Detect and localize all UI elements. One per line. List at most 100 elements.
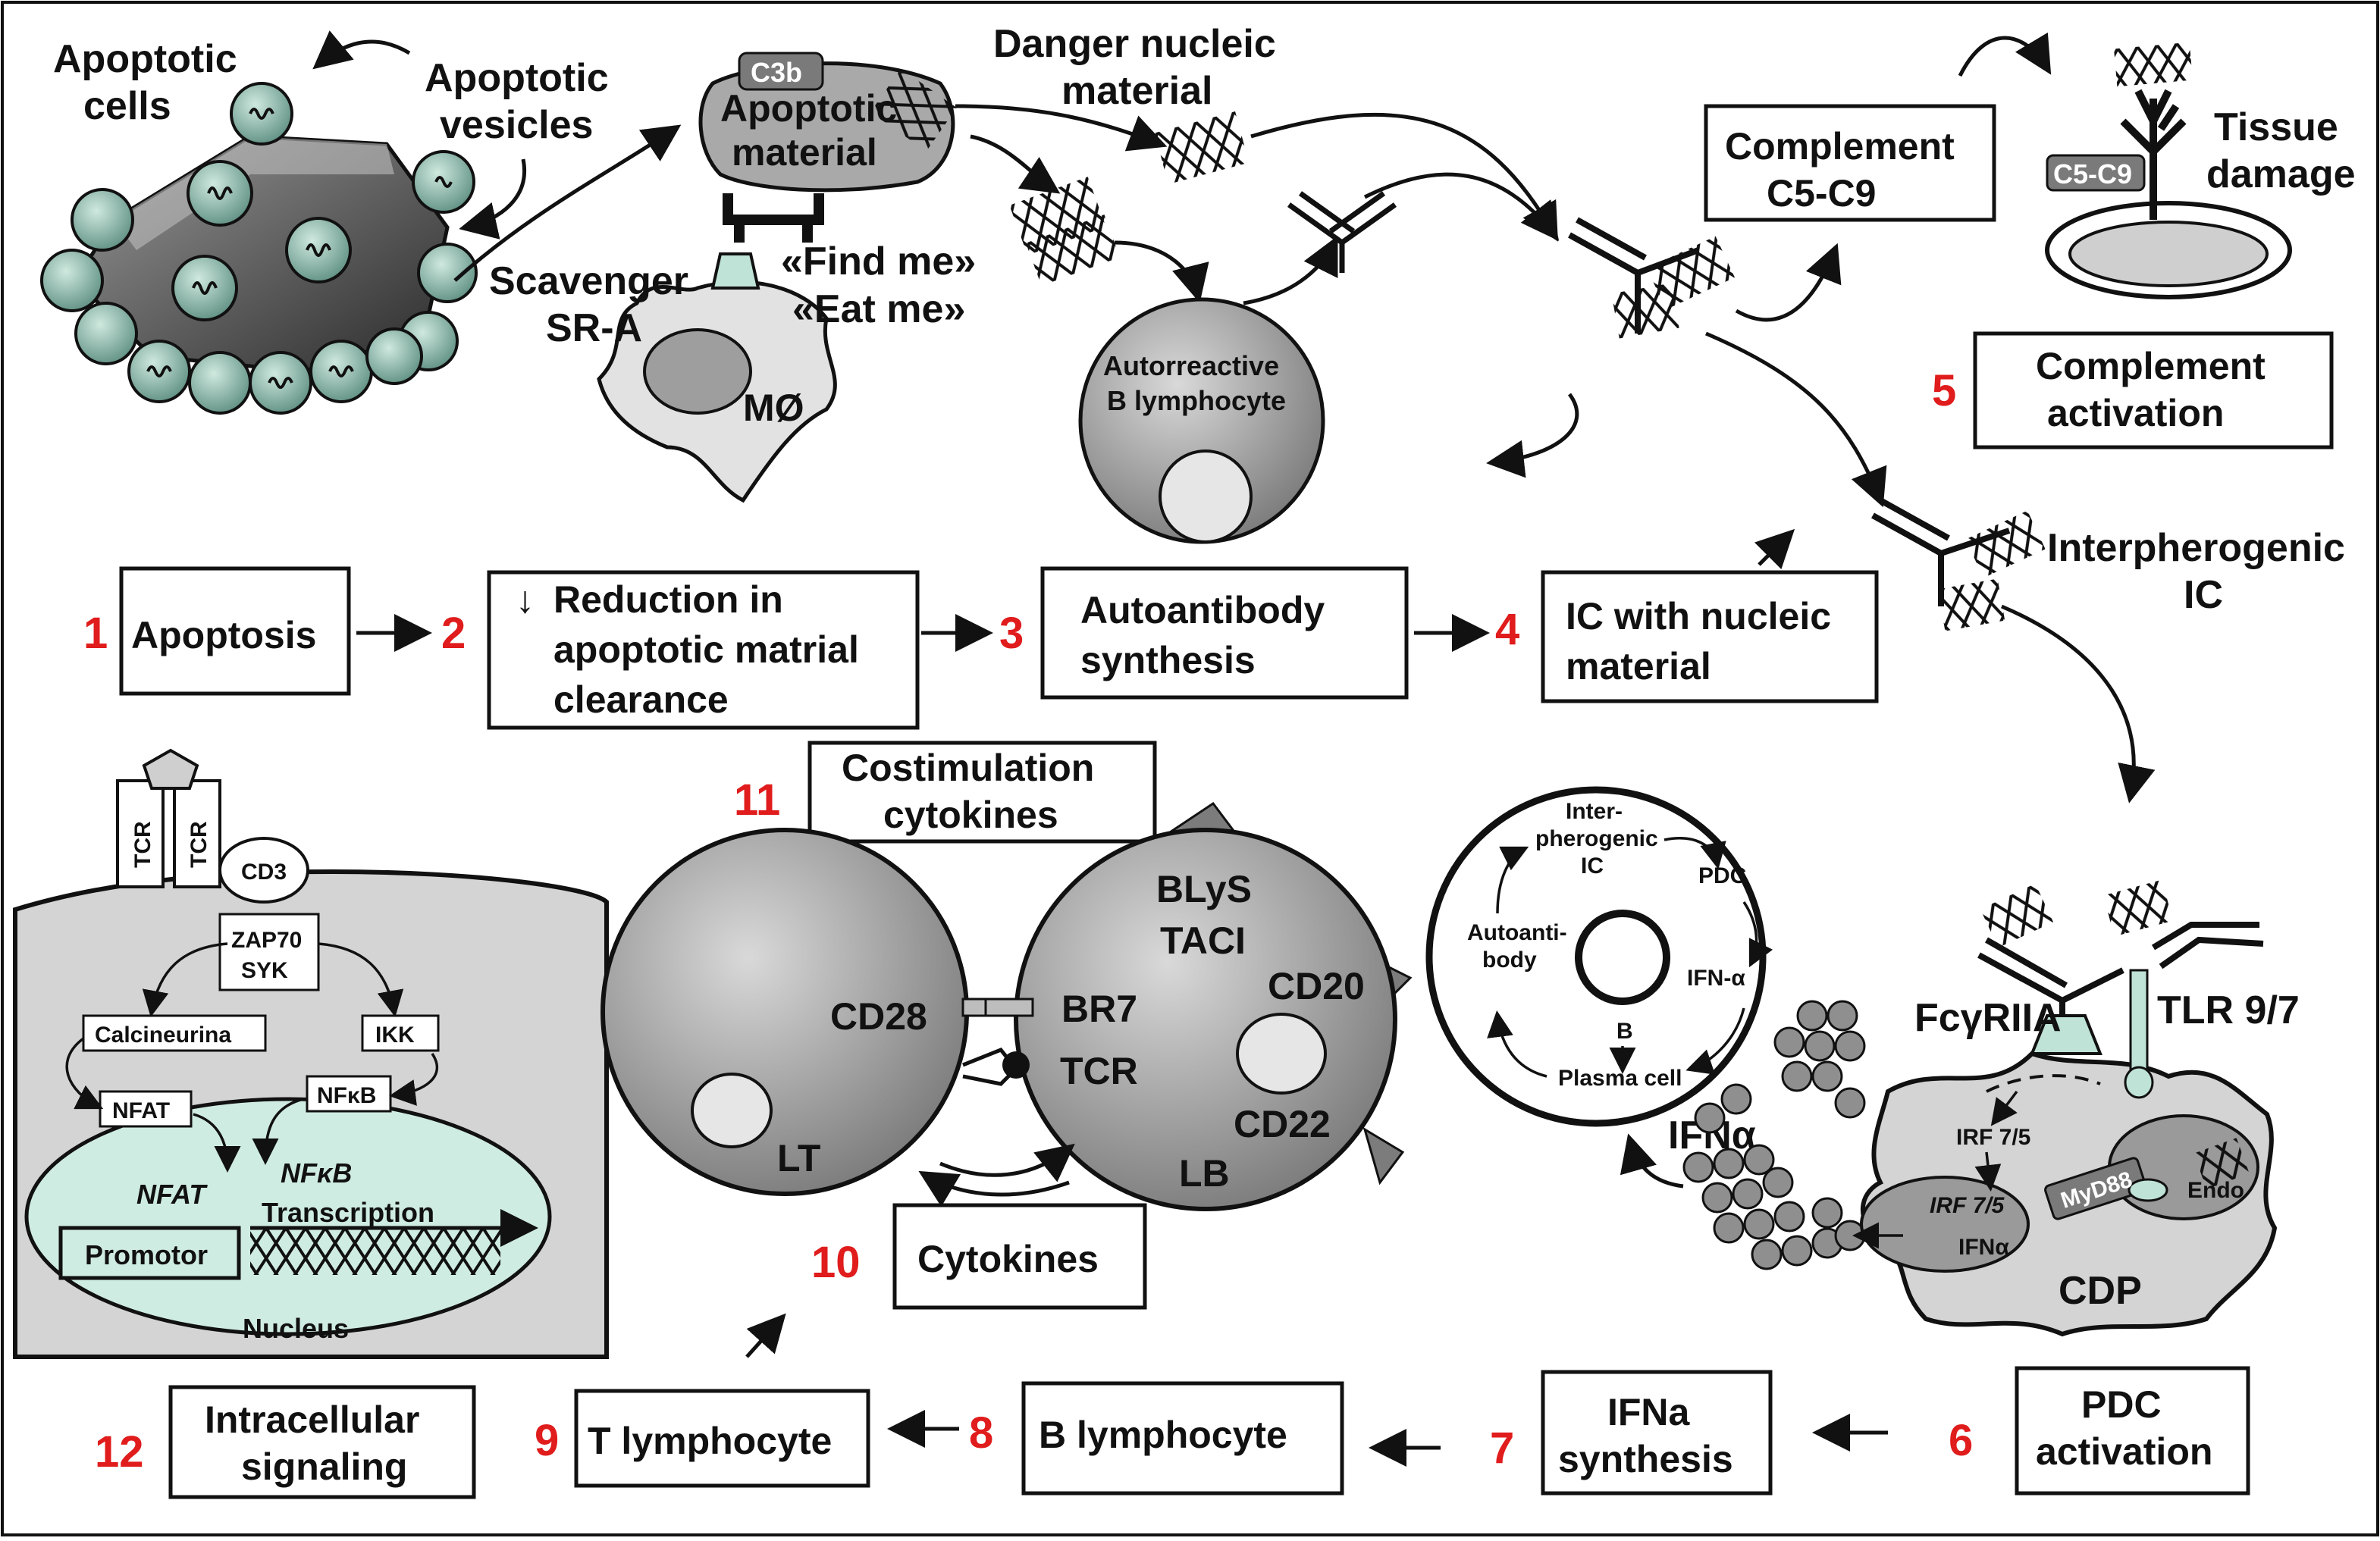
complement-box <box>1704 104 1996 222</box>
step11-number: 11 <box>734 775 780 825</box>
cycle-pdc-label: PDC <box>1698 863 1746 888</box>
arrow-dna-to-ic <box>1250 112 1558 242</box>
dna-helix-2 <box>1009 177 1106 255</box>
dna-helix-3 <box>1026 214 1120 287</box>
arrow-blymph-to-antibody <box>1243 236 1338 305</box>
arrow-t-to-b <box>939 1143 1075 1182</box>
step9-label: T lymphocyte <box>588 1420 832 1462</box>
calcineurina-label: Calcineurina <box>95 1023 231 1048</box>
antibody-free <box>1287 191 1397 273</box>
step6-box <box>2015 1366 2250 1496</box>
arrow-b-to-t <box>918 1170 1070 1207</box>
apoptotic-vesicles <box>40 82 478 415</box>
b-lymphocyte-cell <box>961 801 1413 1211</box>
autorreactive-b-lymphocyte <box>1078 297 1325 544</box>
arrow-ic-to-interpherogenic <box>1705 331 1887 508</box>
step3-number: 3 <box>999 609 1024 658</box>
step8-box <box>1021 1381 1344 1496</box>
step6-number: 6 <box>1949 1416 1973 1465</box>
arrow-ic-down <box>1486 393 1579 478</box>
cycle-b-label: B <box>1616 1019 1633 1044</box>
endo-label: Endo <box>2187 1178 2244 1203</box>
tcr-left-label: TCR <box>130 821 155 868</box>
apoptotic-material-blob: C3b <box>698 52 957 193</box>
eat-me-label: «Eat me» <box>792 287 965 331</box>
lt-label: LT <box>777 1137 820 1179</box>
step4-number: 4 <box>1495 605 1519 654</box>
ikk-label: IKK <box>375 1023 415 1048</box>
cycle-plasma-label: Plasma cell <box>1558 1066 1682 1091</box>
c3b-label: C3b <box>751 57 802 88</box>
apoptotic-cell <box>40 82 478 415</box>
arrow-ifna-to-cycle <box>1620 1133 1684 1189</box>
step1-label: Apoptosis <box>131 614 316 656</box>
step2-number: 2 <box>441 609 466 658</box>
arrow-4-up <box>1754 528 1795 569</box>
irf-nucleus-label: IRF 7/5 <box>1930 1193 2005 1218</box>
step3-box <box>1040 566 1409 700</box>
signaling-arrows <box>65 942 438 1173</box>
pdc-cell <box>1860 879 2278 1337</box>
ifna-small-label: IFNα <box>1958 1235 2009 1260</box>
step7-number: 7 <box>1490 1424 1514 1473</box>
tissue-damage <box>2045 42 2292 299</box>
tcr-cell-label: TCR <box>1060 1050 1138 1092</box>
nfkb-nucleus-label: NFκB <box>281 1157 352 1189</box>
macrophage-label: MØ <box>743 387 804 429</box>
step7-box <box>1541 1370 1773 1496</box>
arrow-ic-to-complement <box>1735 243 1842 322</box>
fcgriia-label: FcγRIIA <box>1914 996 2062 1040</box>
arrow-dna-to-blymph <box>1114 240 1209 303</box>
taci-label: TACI <box>1160 919 1246 962</box>
find-me-label: «Find me» <box>781 240 976 283</box>
cycle-ifn-label: IFN-α <box>1687 966 1745 991</box>
transcription-label: Transcription <box>262 1197 434 1228</box>
step8-number: 8 <box>969 1408 993 1458</box>
step12-number: 12 <box>95 1427 144 1477</box>
immune-complex-top <box>1568 217 1735 339</box>
cd22-label: CD22 <box>1234 1103 1331 1145</box>
step10-box <box>892 1203 1147 1310</box>
cycle-autoantibody-label: Autoanti-body <box>1467 920 1567 973</box>
nucleus-label: Nucleus <box>243 1313 349 1344</box>
promotor-label: Promotor <box>85 1239 208 1270</box>
blys-label: BLyS <box>1156 868 1252 910</box>
arrow-vesicles-to-cell <box>459 158 526 240</box>
step11-box <box>807 741 1157 844</box>
cd28-label: CD28 <box>830 995 927 1038</box>
arrow-vesicles-to-cells <box>312 30 411 70</box>
receptor-bracket <box>723 193 824 243</box>
tcr-right-label: TCR <box>187 821 212 868</box>
irf-label: IRF 7/5 <box>1956 1125 2030 1150</box>
lb-label: LB <box>1179 1152 1230 1195</box>
step9-number: 9 <box>535 1416 559 1465</box>
nfat-nucleus-label: NFAT <box>136 1179 208 1210</box>
step2-down-arrow: ↓ <box>516 578 535 621</box>
step1-number: 1 <box>83 609 108 658</box>
c5c9-label: C5-C9 <box>2053 158 2132 189</box>
step8-label: B lymphocyte <box>1039 1414 1287 1456</box>
tlr-label: TLR 9/7 <box>2157 988 2300 1032</box>
cycle-arrows <box>1487 837 1773 1078</box>
step9-box <box>574 1389 870 1488</box>
nfkb-label: NFκB <box>317 1083 376 1108</box>
arrow-9-up <box>745 1313 786 1358</box>
arrow-ic-to-pdc <box>2001 604 2156 803</box>
